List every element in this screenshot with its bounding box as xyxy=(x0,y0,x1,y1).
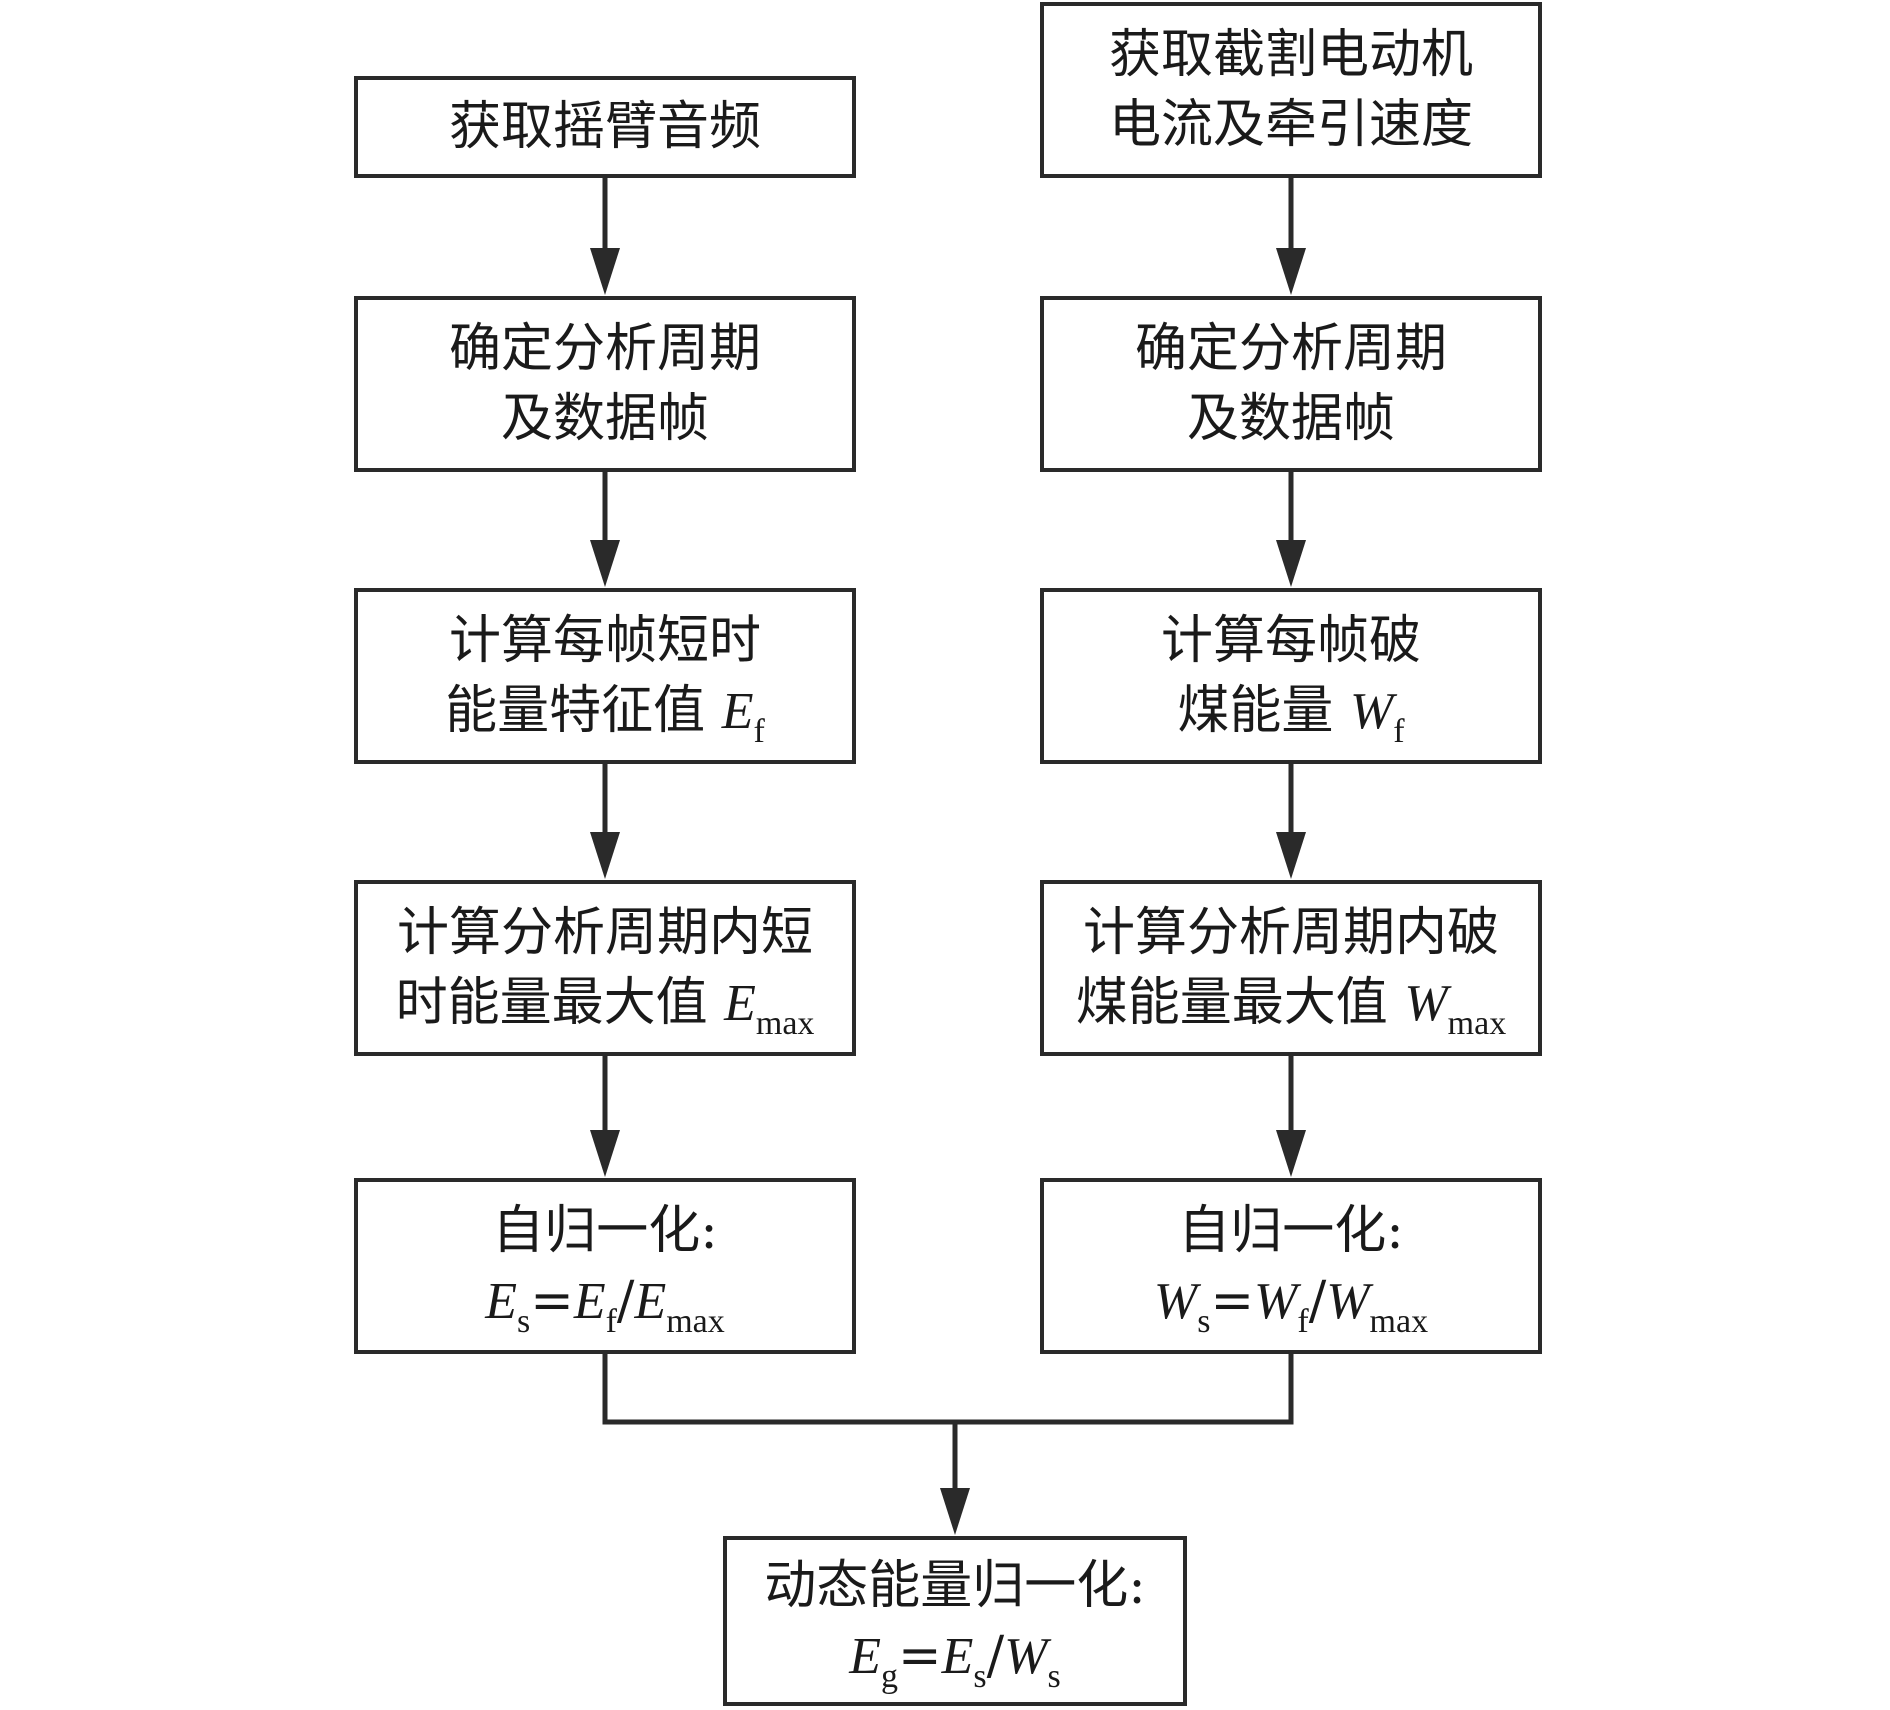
left-max-box: 计算分析周期内短 时能量最大值 Emax xyxy=(354,880,856,1056)
right-norm-v2: W xyxy=(1254,1272,1298,1330)
arrowhead-right-1 xyxy=(1276,248,1306,295)
right-acquire-box: 获取截割电动机 电流及牵引速度 xyxy=(1040,2,1542,178)
arrowhead-right-3 xyxy=(1276,832,1306,879)
final-slash: / xyxy=(986,1625,1005,1686)
final-line1: 动态能量归一化: xyxy=(764,1555,1146,1616)
right-energy-sub: f xyxy=(1393,712,1405,750)
left-max-sub: max xyxy=(755,1004,815,1042)
right-norm-formula: Ws=Wf/Wmax xyxy=(1153,1266,1429,1340)
right-energy-var: W xyxy=(1349,682,1394,740)
final-formula: Eg=Es/Ws xyxy=(849,1621,1061,1695)
right-arrows xyxy=(1276,178,1306,1177)
final-s3: s xyxy=(1047,1657,1061,1695)
left-norm-box: 自归一化: Es=Ef/Emax xyxy=(354,1178,856,1354)
merge-line xyxy=(602,1354,1294,1425)
left-period-box: 确定分析周期 及数据帧 xyxy=(354,296,856,472)
left-period-line1: 确定分析周期 xyxy=(448,319,761,379)
left-norm-v3: E xyxy=(634,1272,667,1330)
left-norm-formula: Es=Ef/Emax xyxy=(485,1266,725,1340)
right-energy-line2-wrap: 煤能量 Wf xyxy=(1177,676,1405,750)
left-norm-v1: E xyxy=(485,1272,517,1330)
right-norm-slash: / xyxy=(1308,1270,1327,1331)
left-norm-s1: s xyxy=(517,1302,531,1340)
left-energy-line1: 计算每帧短时 xyxy=(448,610,761,671)
left-energy-var: E xyxy=(721,682,754,740)
left-norm-v2: E xyxy=(573,1272,606,1330)
right-max-line2-wrap: 煤能量最大值 Wmax xyxy=(1075,968,1507,1042)
arrowhead-left-3 xyxy=(590,832,620,879)
right-max-sub: max xyxy=(1447,1004,1507,1042)
right-norm-s1: s xyxy=(1197,1302,1211,1340)
right-max-line1: 计算分析周期内破 xyxy=(1082,902,1499,963)
right-norm-v1: W xyxy=(1153,1272,1198,1330)
left-norm-line1: 自归一化: xyxy=(492,1200,718,1261)
right-norm-s2: f xyxy=(1297,1302,1309,1340)
arrowhead-right-2 xyxy=(1276,540,1306,587)
right-max-box: 计算分析周期内破 煤能量最大值 Wmax xyxy=(1040,880,1542,1056)
final-v3: W xyxy=(1004,1627,1048,1685)
final-v1: E xyxy=(849,1627,882,1685)
left-energy-sub: f xyxy=(753,712,765,750)
right-norm-box: 自归一化: Ws=Wf/Wmax xyxy=(1040,1178,1542,1354)
right-max-line2: 煤能量最大值 xyxy=(1075,972,1388,1033)
right-norm-eq: = xyxy=(1210,1270,1255,1331)
final-eq: = xyxy=(898,1625,942,1686)
right-period-box: 确定分析周期 及数据帧 xyxy=(1040,296,1542,472)
right-period-line2: 及数据帧 xyxy=(1186,389,1395,449)
left-energy-line2: 能量特征值 xyxy=(445,680,706,741)
right-acquire-line1: 获取截割电动机 xyxy=(1108,25,1473,85)
merge-connector xyxy=(602,1354,1294,1502)
final-s2: s xyxy=(973,1657,987,1695)
arrowhead-merge xyxy=(940,1488,970,1535)
left-norm-eq: = xyxy=(530,1270,574,1331)
left-max-line1: 计算分析周期内短 xyxy=(396,902,813,963)
left-max-var: E xyxy=(724,974,756,1032)
right-acquire-line2: 电流及牵引速度 xyxy=(1108,95,1473,155)
arrowhead-right-4 xyxy=(1276,1130,1306,1177)
arrowhead-left-4 xyxy=(590,1130,620,1177)
left-acquire-line1: 获取摇臂音频 xyxy=(448,97,761,157)
left-norm-s2: f xyxy=(605,1302,617,1340)
right-energy-line1: 计算每帧破 xyxy=(1160,610,1421,671)
final-s1: g xyxy=(881,1657,899,1695)
right-energy-box: 计算每帧破 煤能量 Wf xyxy=(1040,588,1542,764)
left-max-line2-wrap: 时能量最大值 Emax xyxy=(395,968,815,1042)
left-period-line2: 及数据帧 xyxy=(500,389,709,449)
right-norm-s3: max xyxy=(1369,1302,1429,1340)
left-energy-box: 计算每帧短时 能量特征值 Ef xyxy=(354,588,856,764)
left-acquire-box: 获取摇臂音频 xyxy=(354,76,856,178)
right-max-var: W xyxy=(1404,974,1448,1032)
arrowhead-left-2 xyxy=(590,540,620,587)
arrowhead-left-1 xyxy=(590,248,620,295)
right-energy-line2: 煤能量 xyxy=(1177,680,1334,741)
left-max-line2: 时能量最大值 xyxy=(395,972,708,1033)
left-norm-s3: max xyxy=(666,1302,725,1340)
right-norm-line1: 自归一化: xyxy=(1178,1200,1404,1261)
final-box: 动态能量归一化: Eg=Es/Ws xyxy=(723,1536,1187,1706)
final-v2: E xyxy=(941,1627,974,1685)
right-period-line1: 确定分析周期 xyxy=(1134,319,1447,379)
right-norm-v3: W xyxy=(1326,1272,1370,1330)
left-arrows xyxy=(590,178,620,1177)
left-energy-line2-wrap: 能量特征值 Ef xyxy=(445,676,765,750)
left-norm-slash: / xyxy=(616,1270,635,1331)
